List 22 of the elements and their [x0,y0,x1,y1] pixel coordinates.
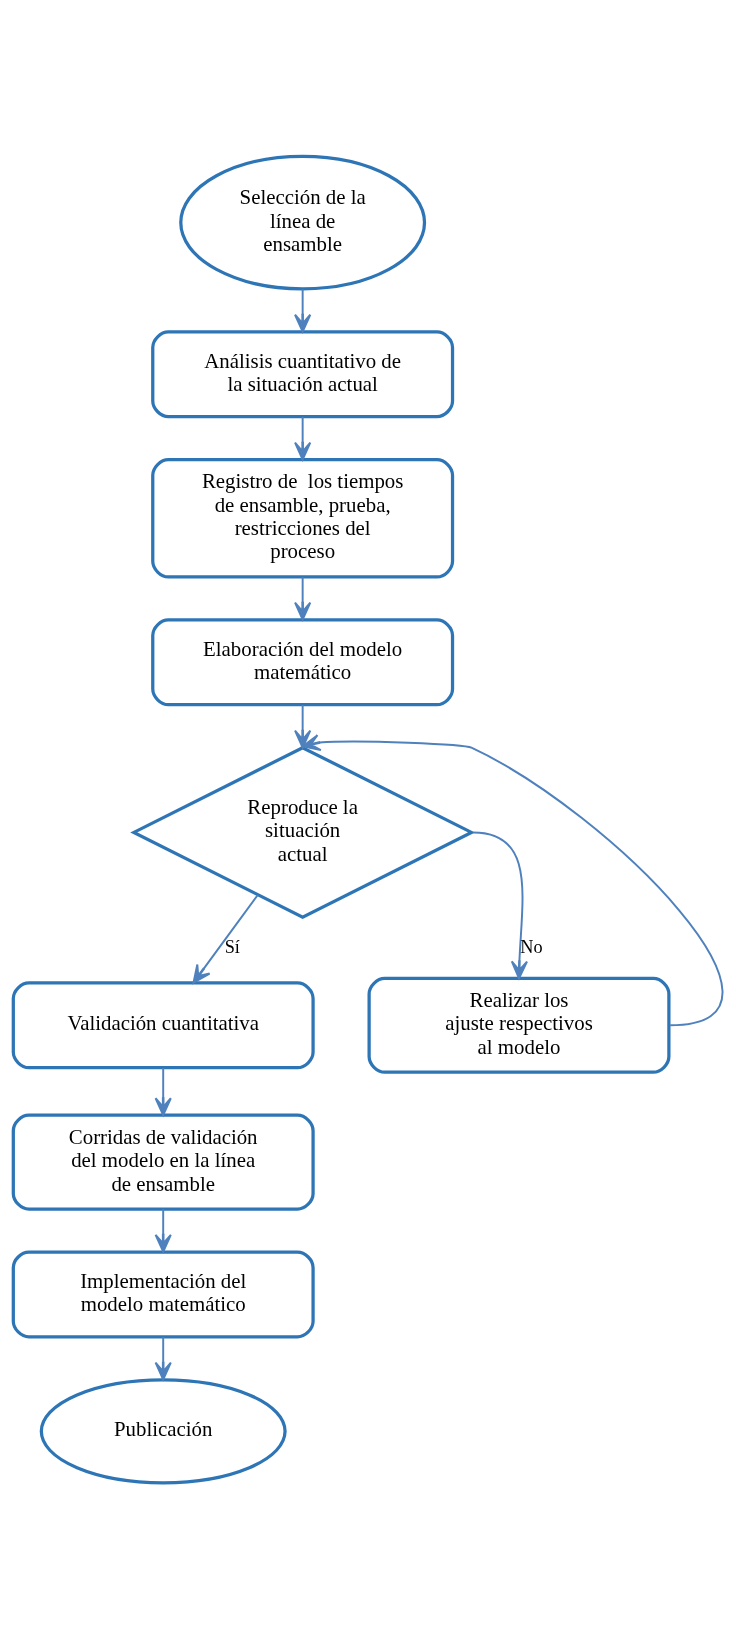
arrow [294,415,312,461]
node-box: Realizar los ajuste respectivos al modelo [367,976,671,1074]
node-ellipse: Selección de la línea de ensamble [179,154,427,291]
node-diamond: Reproduce la situación actual [130,745,476,919]
node-box: Implementación del modelo matemático [11,1250,315,1339]
arrow [472,831,528,980]
arrow [154,1336,172,1381]
node-box: Corridas de validación del modelo en la línea de ensamble [11,1113,315,1211]
node-box: Registro de los tiempos de ensamble, prueba, restricciones del proceso [151,458,455,579]
arrow [294,704,312,749]
node-box: Análisis cuantitativo de la situación actual [151,330,455,419]
node-ellipse: Publicación [39,1378,287,1485]
edge-label: No [520,936,543,957]
node-box: Elaboración del modelo matemático [151,618,455,707]
node-box: Validación cuantitativa [11,981,315,1070]
arrow [154,1208,172,1253]
edge-label: Sí [224,936,240,957]
arrow [301,734,724,1027]
arrow [294,576,312,621]
arrow [154,1067,172,1117]
arrow [192,894,259,984]
arrow [294,288,312,333]
